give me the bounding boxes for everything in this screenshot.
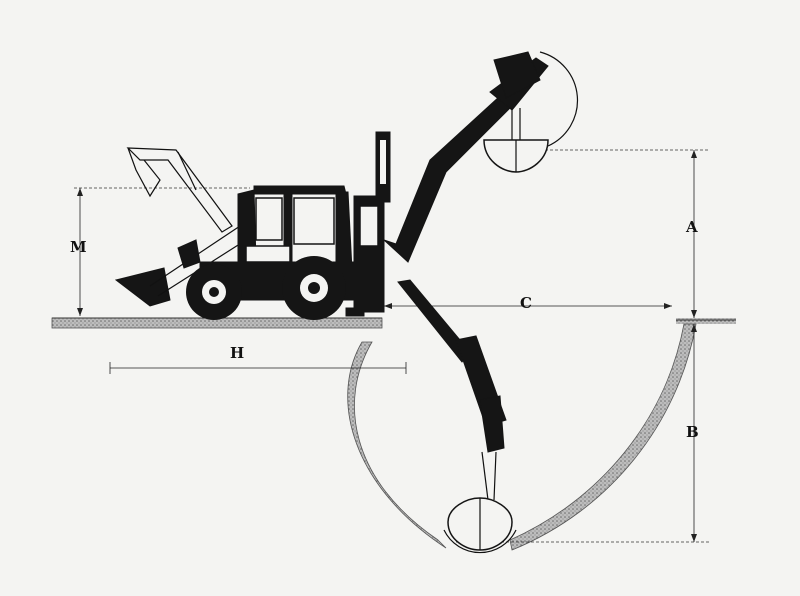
excavation-pit xyxy=(347,341,447,549)
backhoe-boom-raised xyxy=(383,51,579,263)
excavation-pit-right-wall xyxy=(509,323,697,551)
front-wheel xyxy=(186,264,242,320)
dimension-m: M xyxy=(70,187,250,316)
front-loader-raised-outline xyxy=(126,147,233,233)
backhoe-arm-lowered xyxy=(397,279,507,501)
dimension-h: H xyxy=(109,344,407,374)
backhoe-mount xyxy=(345,131,391,317)
clamshell-bucket-lowered xyxy=(443,497,517,554)
rear-wheel xyxy=(282,256,346,320)
label-m: M xyxy=(70,238,87,256)
clamshell-bucket-raised xyxy=(483,108,549,173)
label-h: H xyxy=(230,344,244,362)
dimension-a: A xyxy=(540,149,710,318)
label-c: C xyxy=(520,294,532,312)
ground-surface xyxy=(51,317,736,329)
label-b: B xyxy=(686,423,699,441)
front-loader-bucket xyxy=(114,225,247,307)
label-a: A xyxy=(685,218,698,236)
